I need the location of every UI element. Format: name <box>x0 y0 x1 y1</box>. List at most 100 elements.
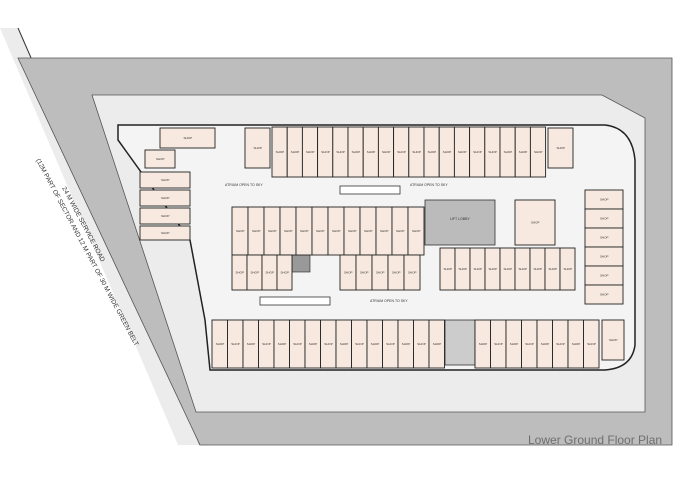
shop-label: SHOP <box>397 150 406 154</box>
shop-label: SHOP <box>355 342 364 346</box>
shop-unit <box>428 319 445 369</box>
shop-label: SHOP <box>572 342 581 346</box>
shop-label: SHOP <box>156 157 165 161</box>
shop-unit <box>144 149 176 169</box>
shop-label: SHOP <box>340 342 349 346</box>
atrium-label-1: ATRIUM OPEN TO SKY <box>225 183 263 187</box>
shop-label: SHOP <box>433 342 442 346</box>
shop-unit <box>584 284 624 305</box>
shop-label: SHOP <box>534 267 543 271</box>
shop-label: SHOP <box>443 150 452 154</box>
atrium-label-2: ATRIUM OPEN TO SKY <box>410 183 448 187</box>
shop-label: SHOP <box>324 342 333 346</box>
shop-label: SHOP <box>564 267 573 271</box>
shop-label: SHOP <box>531 221 540 225</box>
shop-label: SHOP <box>510 342 519 346</box>
shop-label: SHOP <box>161 214 170 218</box>
shop-label: SHOP <box>231 342 240 346</box>
shop-label: SHOP <box>380 229 389 233</box>
shop-label: SHOP <box>519 267 528 271</box>
shop-unit <box>139 225 191 241</box>
lift-core-bottom <box>444 319 476 366</box>
shop-label: SHOP <box>473 150 482 154</box>
shop-label: SHOP <box>364 229 373 233</box>
shop-label: SHOP <box>316 229 325 233</box>
shop-label: SHOP <box>284 229 293 233</box>
shop-label: SHOP <box>504 267 513 271</box>
shop-unit <box>139 189 191 207</box>
shop-label: SHOP <box>494 342 503 346</box>
shop-label: SHOP <box>161 231 170 235</box>
shop-unit <box>547 127 574 169</box>
shop-unit <box>244 127 271 169</box>
shop-label: SHOP <box>412 229 421 233</box>
shop-label: SHOP <box>352 150 361 154</box>
shop-label: SHOP <box>412 150 421 154</box>
shop-label: SHOP <box>392 271 401 275</box>
lift-core <box>424 199 496 246</box>
shop-label: SHOP <box>519 150 528 154</box>
shop-label: SHOP <box>609 338 618 342</box>
shop-label: SHOP <box>344 271 353 275</box>
shop-unit <box>559 247 576 291</box>
shop-label: SHOP <box>600 293 609 297</box>
shop-label: SHOP <box>549 267 558 271</box>
shop-label: SHOP <box>600 236 609 240</box>
shop-label: SHOP <box>459 267 468 271</box>
shop-unit <box>583 319 600 369</box>
shop-label: SHOP <box>444 267 453 271</box>
shop-unit <box>529 126 547 178</box>
lift-lobby-label: LIFT LOBBY <box>450 217 470 221</box>
shop-label: SHOP <box>600 217 609 221</box>
shop-label: SHOP <box>386 342 395 346</box>
service-road <box>0 28 200 445</box>
shop-label: SHOP <box>262 342 271 346</box>
shops-group: SHOP SHOP SHOP SHOP SHOP SHOP SHOP SHOP SHOP SHOP… <box>139 126 625 369</box>
shop-label: SHOP <box>371 342 380 346</box>
shop-unit <box>159 127 216 149</box>
shop-label: SHOP <box>600 255 609 259</box>
shop-label: SHOP <box>278 342 287 346</box>
shop-label: SHOP <box>474 267 483 271</box>
shop-label: SHOP <box>534 150 543 154</box>
shop-label: SHOP <box>236 271 245 275</box>
escalator-top <box>339 185 401 195</box>
shop-label: SHOP <box>428 150 437 154</box>
shop-label: SHOP <box>360 271 369 275</box>
shop-label: SHOP <box>336 150 345 154</box>
shop-label: SHOP <box>252 229 261 233</box>
shop-label: SHOP <box>458 150 467 154</box>
shop-label: SHOP <box>600 274 609 278</box>
plan-title: Lower Ground Floor Plan <box>528 433 663 447</box>
shop-label: SHOP <box>236 229 245 233</box>
shop-label: SHOP <box>332 229 341 233</box>
shop-label: SHOP <box>600 198 609 202</box>
shop-unit <box>139 171 191 189</box>
shop-label: SHOP <box>268 229 277 233</box>
shop-label: SHOP <box>309 342 318 346</box>
shop-unit <box>276 254 293 291</box>
shop-label: SHOP <box>489 267 498 271</box>
shop-label: SHOP <box>306 150 315 154</box>
shop-label: SHOP <box>541 342 550 346</box>
shop-label: SHOP <box>254 146 263 150</box>
shop-label: SHOP <box>556 342 565 346</box>
shop-label: SHOP <box>479 342 488 346</box>
shop-label: SHOP <box>184 136 193 140</box>
escalator-bottom <box>259 296 331 306</box>
shop-unit <box>139 207 191 225</box>
shop-label: SHOP <box>382 150 391 154</box>
shop-label: SHOP <box>504 150 513 154</box>
shop-label: SHOP <box>402 342 411 346</box>
shop-label: SHOP <box>161 196 170 200</box>
shop-label: SHOP <box>281 271 290 275</box>
shop-unit <box>601 319 625 361</box>
shop-label: SHOP <box>408 271 417 275</box>
shop-label: SHOP <box>291 150 300 154</box>
atrium-label-3: ATRIUM OPEN TO SKY <box>370 299 408 303</box>
shop-label: SHOP <box>266 271 275 275</box>
shop-label: SHOP <box>417 342 426 346</box>
shop-label: SHOP <box>557 146 566 150</box>
shop-label: SHOP <box>348 229 357 233</box>
